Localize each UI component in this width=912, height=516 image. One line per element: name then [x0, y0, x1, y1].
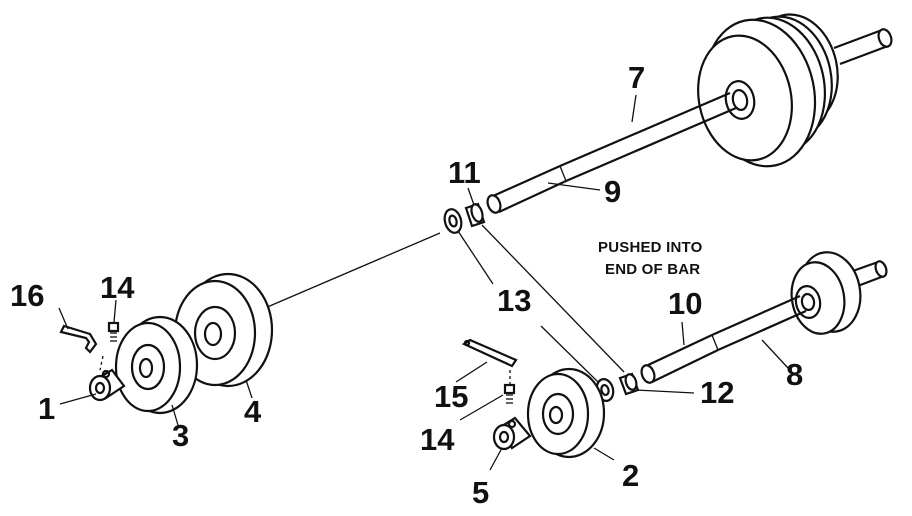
part-label-7: 7 [628, 60, 645, 95]
note-end-of-bar: END OF BAR [605, 261, 700, 278]
end-plug-part-12 [618, 372, 640, 396]
weight-plate-part-3 [114, 315, 199, 415]
leader-lines [58, 94, 789, 471]
sleeve-part-9 [486, 164, 567, 214]
weight-plate-stack-upper [697, 13, 839, 168]
part-label-1: 1 [38, 391, 55, 426]
part-label-13: 13 [497, 283, 531, 318]
sleeve-part-10 [640, 334, 719, 384]
part-label-3: 3 [172, 418, 189, 453]
part-label-16: 16 [10, 278, 44, 313]
bar-end-stub-upper [833, 28, 893, 66]
alignment-line-left [99, 355, 104, 371]
assembly-axis-line-left [264, 232, 441, 309]
key-wrench-part-16 [59, 324, 98, 354]
note-pushed-into: PUSHED INTO [598, 239, 703, 256]
thumb-screw-part-14-right [503, 383, 516, 404]
thumb-screw-part-14-left [107, 321, 120, 342]
bar-part-7 [559, 91, 737, 183]
part-label-15: 15 [434, 379, 468, 414]
barbell-short-assembly [640, 251, 888, 384]
key-bar-part-15 [461, 338, 518, 368]
weight-plate-lower-bar [790, 251, 862, 335]
weight-plate-part-2 [526, 367, 606, 459]
part-label-2: 2 [622, 458, 639, 493]
part-label-12: 12 [700, 375, 734, 410]
bar-part-8 [711, 294, 807, 352]
part-label-11: 11 [448, 155, 481, 190]
part-label-9: 9 [604, 174, 621, 209]
part-label-5: 5 [472, 475, 489, 510]
part-label-14-left: 14 [100, 270, 135, 305]
part-label-10: 10 [668, 286, 702, 321]
end-plug-part-11 [464, 202, 486, 228]
part-label-4: 4 [244, 394, 262, 429]
collar-part-5 [492, 416, 532, 451]
barbell-long-assembly [486, 13, 893, 214]
part-label-14-right: 14 [420, 422, 455, 457]
washer-part-13-upper [443, 208, 463, 234]
part-label-8: 8 [786, 357, 803, 392]
